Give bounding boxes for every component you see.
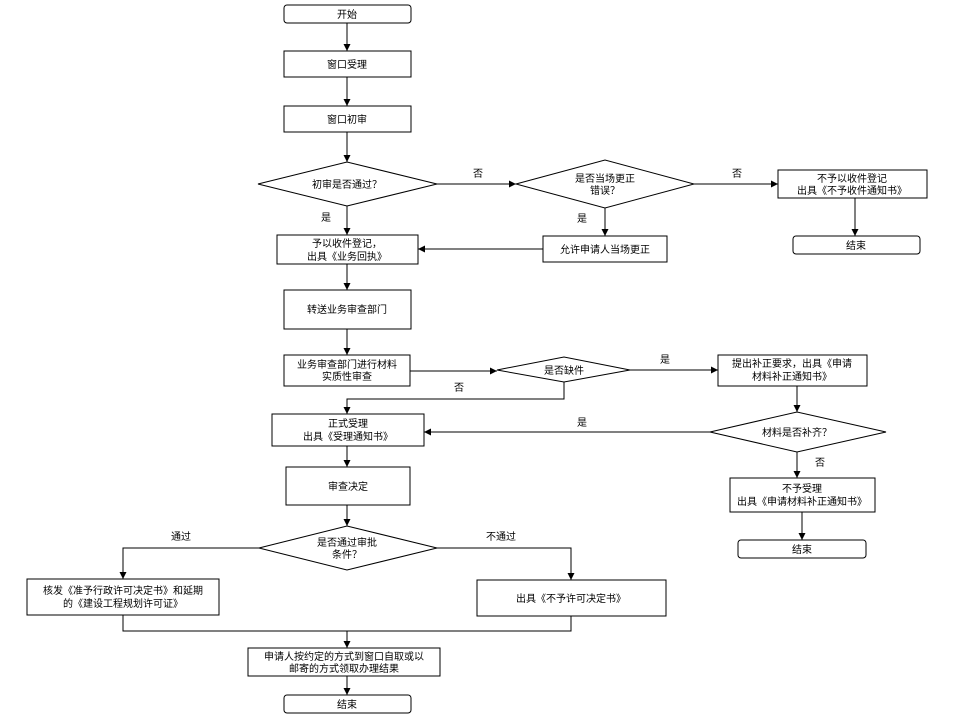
node-collect-result: 申请人按约定的方式到窗口自取或以 邮寄的方式领取办理结果: [247, 647, 441, 677]
node-reject-registration: 不予以收件登记 出具《不予收件通知书》: [777, 169, 928, 199]
node-end-top: 结束: [792, 235, 921, 255]
fix-q-label-2: 错误？: [590, 184, 620, 197]
allow-fix-label: 允许申请人当场更正: [560, 243, 650, 256]
issue-label-1: 核发《准予行政许可决定书》和延期: [43, 584, 203, 597]
node-missing-decision: 是否缺件: [496, 356, 631, 383]
edge-labels: 否 否 是 是 是 否 是 否 通过 不通过: [171, 168, 825, 543]
edges: [119, 23, 859, 695]
node-review: 业务审查部门进行材料 实质性审查: [283, 354, 411, 387]
edge-issue-join: [122, 615, 347, 632]
edge-label-no-2: 否: [732, 168, 742, 180]
edge-label-no-complete: 否: [815, 457, 825, 469]
node-end-bottom: 结束: [283, 694, 412, 714]
node-window-prelim: 窗口初审: [283, 105, 412, 133]
window-prelim-label: 窗口初审: [327, 113, 367, 126]
supplement-label-2: 材料补正通知书》: [752, 370, 832, 383]
node-formal-accept: 正式受理 出具《受理通知书》: [271, 413, 425, 447]
node-start: 开始: [283, 4, 412, 24]
edge-label-yes-complete: 是: [577, 417, 587, 429]
not-accept-label-2: 出具《申请材料补正通知书》: [737, 495, 867, 508]
node-transfer: 转送业务审查部门: [283, 289, 412, 330]
end-bottom-label: 结束: [337, 698, 357, 711]
edge-label-yes-missing: 是: [660, 354, 670, 366]
node-allow-fix: 允许申请人当场更正: [542, 235, 668, 263]
missing-q-label: 是否缺件: [544, 364, 584, 377]
register-label-1: 予以收件登记，: [312, 237, 382, 250]
edge-label-pass: 通过: [171, 530, 191, 543]
formal-label-2: 出具《受理通知书》: [303, 430, 393, 443]
collect-label-2: 邮寄的方式领取办理结果: [289, 662, 399, 675]
end-mid-label: 结束: [792, 543, 812, 556]
node-register: 予以收件登记， 出具《业务回执》: [276, 234, 419, 265]
window-accept-label: 窗口受理: [327, 58, 367, 71]
review-label-1: 业务审查部门进行材料: [297, 358, 397, 371]
node-prelim-pass-decision: 初审是否通过？: [257, 161, 438, 207]
complete-q-label: 材料是否补齐？: [762, 426, 832, 439]
edge-label-yes-1: 是: [321, 212, 331, 224]
node-deny-permit: 出具《不予许可决定书》: [476, 579, 667, 617]
approve-q-label-2: 条件？: [332, 548, 362, 561]
reject-label-1: 不予以收件登记: [817, 172, 887, 185]
issue-label-2: 的《建设工程规划许可证》: [63, 597, 183, 610]
edge-approveq-deny: [437, 547, 575, 580]
formal-label-1: 正式受理: [328, 417, 368, 430]
collect-label-1: 申请人按约定的方式到窗口自取或以: [264, 650, 424, 663]
approve-q-label-1: 是否通过审批: [317, 536, 377, 549]
transfer-label: 转送业务审查部门: [307, 303, 387, 316]
decision-label: 审查决定: [328, 480, 368, 493]
edge-missing-formal: [343, 382, 565, 414]
node-supplement: 提出补正要求，出具《申请 材料补正通知书》: [717, 354, 868, 387]
edge-label-yes-2: 是: [577, 213, 587, 225]
edge-deny-join: [347, 616, 572, 632]
edge-label-fail: 不通过: [486, 530, 516, 543]
deny-label: 出具《不予许可决定书》: [516, 592, 626, 605]
supplement-label-1: 提出补正要求，出具《申请: [732, 357, 852, 370]
node-end-mid: 结束: [737, 539, 867, 559]
node-window-accept: 窗口受理: [283, 50, 412, 78]
prelim-pass-label: 初审是否通过？: [312, 178, 382, 191]
start-label: 开始: [337, 8, 357, 21]
review-label-2: 实质性审查: [322, 370, 372, 383]
node-approve-decision: 是否通过审批 条件？: [258, 525, 438, 571]
reject-label-2: 出具《不予收件通知书》: [797, 184, 907, 197]
edge-label-no-missing: 否: [454, 382, 464, 394]
node-decision: 审查决定: [285, 466, 411, 506]
edge-approveq-issue: [119, 547, 259, 579]
end-top-label: 结束: [846, 239, 866, 252]
node-complete-decision: 材料是否补齐？: [709, 411, 887, 453]
node-fix-decision: 是否当场更正 错误？: [514, 159, 696, 209]
edge-label-no-1: 否: [473, 168, 483, 180]
node-issue-permit: 核发《准予行政许可决定书》和延期 的《建设工程规划许可证》: [26, 578, 220, 616]
fix-q-label-1: 是否当场更正: [575, 172, 635, 185]
node-not-accept: 不予受理 出具《申请材料补正通知书》: [729, 477, 876, 513]
register-label-2: 出具《业务回执》: [307, 250, 387, 263]
not-accept-label-1: 不予受理: [782, 483, 822, 495]
